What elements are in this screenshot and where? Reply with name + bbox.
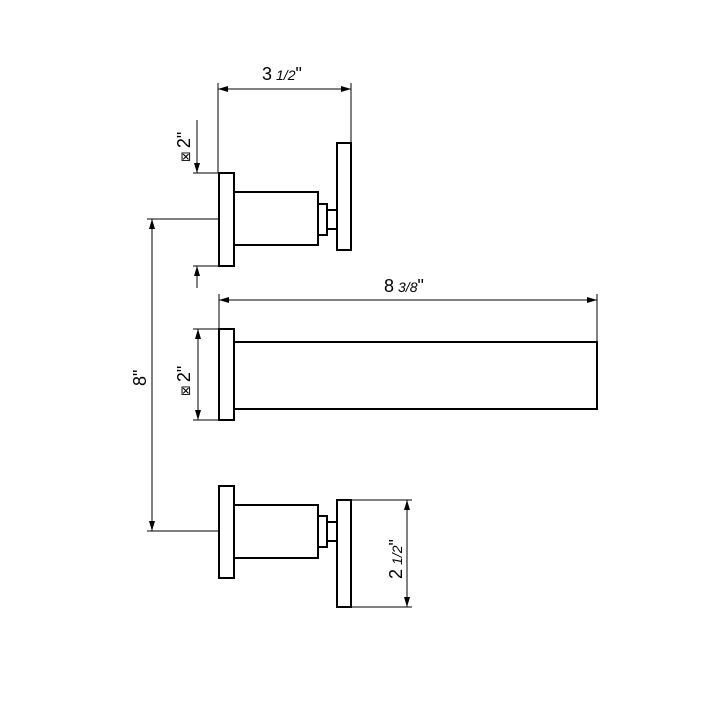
spout-body: [233, 341, 598, 410]
top-handle-lever: [336, 142, 352, 251]
spout-assembly: [218, 328, 598, 421]
top-handle-flange: [218, 172, 235, 267]
top-handle-collar: [326, 209, 338, 230]
bottom-handle-body: [233, 504, 319, 559]
dimension-center-distance-label: 8": [130, 370, 150, 386]
dimension-center-distance: 8": [130, 218, 219, 532]
top-handle-assembly: [218, 142, 352, 267]
bottom-handle-stem: [317, 515, 328, 548]
top-handle-body: [233, 191, 319, 246]
top-handle-stem: [317, 203, 328, 236]
dimension-top-flange-label: ⊠2": [174, 132, 194, 162]
spout-flange: [218, 328, 235, 421]
dimension-handle-height: 21/2": [351, 499, 412, 608]
bottom-handle-lever: [336, 499, 352, 608]
dimension-spout-flange: ⊠2": [174, 328, 219, 421]
bottom-handle-flange: [218, 485, 235, 579]
dimension-top-flange: ⊠2": [174, 120, 219, 288]
bottom-handle-assembly: [218, 485, 352, 608]
dimension-handle-height-label: 21/2": [386, 539, 406, 579]
dimension-spout-flange-label: ⊠2": [174, 366, 194, 396]
bottom-handle-collar: [326, 521, 338, 542]
